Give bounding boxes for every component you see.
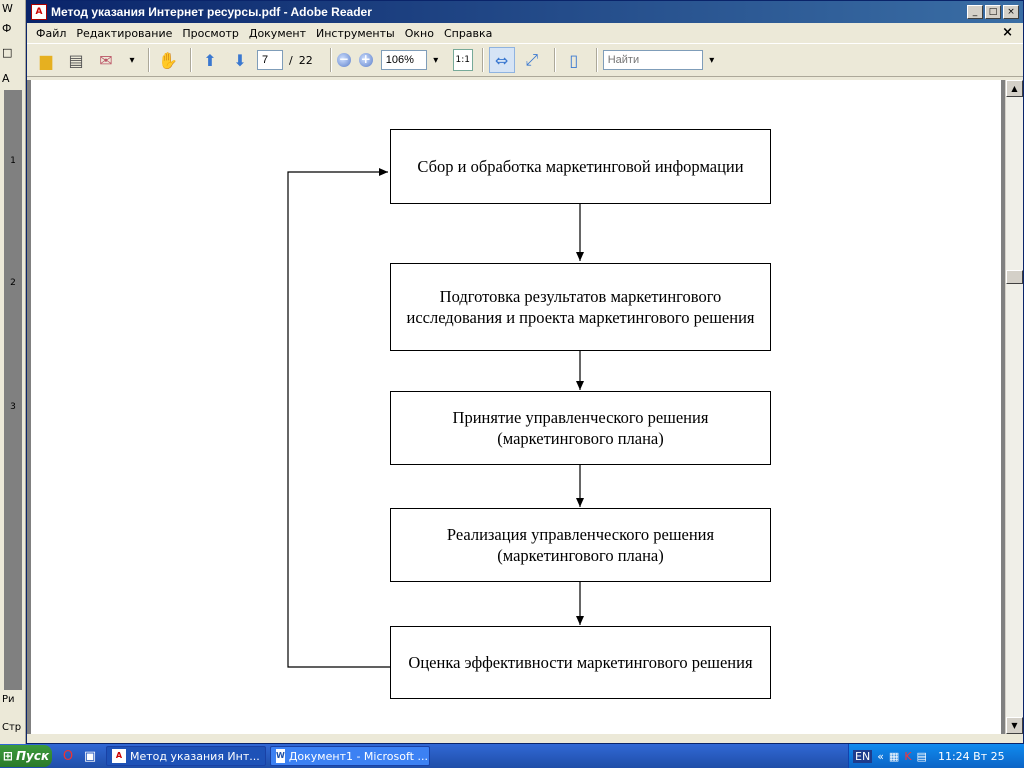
scroll-down-icon[interactable]: ▼ <box>1006 717 1023 734</box>
close-button[interactable]: × <box>1003 5 1019 19</box>
toolbar-separator <box>595 48 598 72</box>
opera-icon[interactable]: O <box>62 748 74 764</box>
pdf-icon: A <box>112 749 126 763</box>
clock[interactable]: 11:24 Вт 25 <box>937 749 1005 763</box>
single-page-icon[interactable]: ▯ <box>569 50 579 70</box>
email-dropdown-icon[interactable]: ▾ <box>129 54 135 66</box>
flowchart-connectors <box>287 168 584 668</box>
document-icon: Ф <box>2 22 12 35</box>
print-icon[interactable]: ▤ <box>68 50 84 70</box>
prev-page-icon[interactable]: ⬆ <box>203 50 217 70</box>
zoom-in-icon[interactable]: + <box>358 52 373 67</box>
actual-size-icon[interactable]: 1:1 <box>452 49 473 71</box>
flow-box-implement: Реализация управленческого решения (марк… <box>390 508 771 582</box>
scroll-up-icon[interactable]: ▲ <box>1006 80 1023 97</box>
new-document-icon: □ <box>2 46 13 59</box>
adobe-reader-window: A Метод указания Интернет ресурсы.pdf - … <box>26 0 1024 744</box>
flow-box-collect: Сбор и обработка маркетинговой информаци… <box>390 129 771 204</box>
pdf-icon: A <box>31 4 47 20</box>
toolbar-separator <box>481 48 484 72</box>
fit-width-icon[interactable]: ⇔ <box>488 47 515 73</box>
antivirus-icon[interactable]: K <box>904 749 912 763</box>
menu-view[interactable]: Просмотр <box>182 26 239 40</box>
menu-document[interactable]: Документ <box>248 26 306 40</box>
menu-edit[interactable]: Редактирование <box>76 26 173 40</box>
format-icon: A <box>2 72 10 85</box>
next-page-icon[interactable]: ⬇ <box>233 50 247 70</box>
menu-help[interactable]: Справка <box>443 26 493 40</box>
page-separator: / <box>289 53 293 67</box>
taskbar: ⊞ Пуск O ▣ A Метод указания Инт... W Док… <box>0 744 1024 768</box>
document-area[interactable]: Сбор и обработка маркетинговой информаци… <box>27 80 1005 734</box>
maximize-button[interactable]: □ <box>985 5 1001 19</box>
network-icon[interactable]: ▦ <box>888 749 900 763</box>
task-word-document[interactable]: W Документ1 - Microsoft ... <box>270 746 430 766</box>
search-input[interactable] <box>602 50 703 70</box>
fit-page-icon[interactable]: ⤢ <box>525 50 539 69</box>
page-number-input[interactable] <box>257 50 283 70</box>
task-label: Документ1 - Microsoft ... <box>288 749 428 763</box>
start-button[interactable]: ⊞ Пуск <box>0 745 52 767</box>
zoom-dropdown-icon[interactable]: ▾ <box>433 54 439 66</box>
task-label: Метод указания Инт... <box>130 749 260 763</box>
flow-box-decision: Принятие управленческого решения (маркет… <box>390 391 771 465</box>
search-dropdown-icon[interactable]: ▾ <box>709 54 715 66</box>
close-document-button[interactable]: × <box>1002 25 1013 40</box>
toolbar: ▆ ▤ ✉ ▾ ✋ ⬆ ⬇ / 22 − + ▾ 1:1 ⇔ ⤢ ▯ ▾ <box>27 43 1023 77</box>
toolbar-separator <box>329 48 332 72</box>
email-icon[interactable]: ✉ <box>99 50 113 70</box>
pdf-page: Сбор и обработка маркетинговой информаци… <box>31 80 1001 734</box>
ruler-number: 3 <box>10 402 16 412</box>
language-indicator[interactable]: EN <box>853 749 873 763</box>
flow-box-evaluate: Оценка эффективности маркетингового реше… <box>390 626 771 699</box>
status-strip <box>27 734 1023 743</box>
tray-expand-icon[interactable]: « <box>877 749 884 763</box>
word-icon: W <box>276 749 285 763</box>
minimize-button[interactable]: _ <box>967 5 983 19</box>
vertical-ruler: 1 2 3 <box>4 90 22 690</box>
toolbar-separator <box>190 48 192 72</box>
windows-logo-icon: ⊞ <box>2 749 13 763</box>
menu-file[interactable]: Файл <box>36 26 67 40</box>
hand-icon[interactable]: ✋ <box>158 50 178 70</box>
window-title: Метод указания Интернет ресурсы.pdf - Ad… <box>51 5 372 19</box>
system-tray: EN « ▦ K ▤ 11:24 Вт 25 <box>848 744 1024 768</box>
show-desktop-icon[interactable]: ▣ <box>83 748 97 764</box>
word-icon: W <box>2 2 13 15</box>
start-label: Пуск <box>15 749 50 763</box>
toolbar-separator <box>148 48 150 72</box>
ruler-number: 2 <box>10 278 16 288</box>
menu-tools[interactable]: Инструменты <box>316 26 395 40</box>
zoom-out-icon[interactable]: − <box>336 52 351 67</box>
background-label: Стр <box>2 722 22 733</box>
flow-box-prepare: Подготовка результатов маркетингового ис… <box>390 263 771 351</box>
feedback-arrow <box>287 168 390 668</box>
open-icon[interactable]: ▆ <box>39 50 53 70</box>
toolbar-separator <box>553 48 556 72</box>
page-total: 22 <box>298 53 313 67</box>
title-bar[interactable]: A Метод указания Интернет ресурсы.pdf - … <box>27 1 1023 23</box>
background-window-strip: W Ф □ A 1 2 3 Ри Стр <box>0 0 26 744</box>
menu-bar: Файл Редактирование Просмотр Документ Ин… <box>27 23 1023 43</box>
menu-window[interactable]: Окно <box>404 26 434 40</box>
background-label: Ри <box>2 694 15 705</box>
vertical-scrollbar[interactable]: ▲ ▼ <box>1005 80 1023 734</box>
task-adobe-reader[interactable]: A Метод указания Инт... <box>106 746 266 766</box>
flag-icon[interactable]: ▤ <box>916 749 927 763</box>
scroll-thumb[interactable] <box>1006 270 1023 284</box>
zoom-input[interactable] <box>380 50 427 70</box>
ruler-number: 1 <box>10 156 16 166</box>
